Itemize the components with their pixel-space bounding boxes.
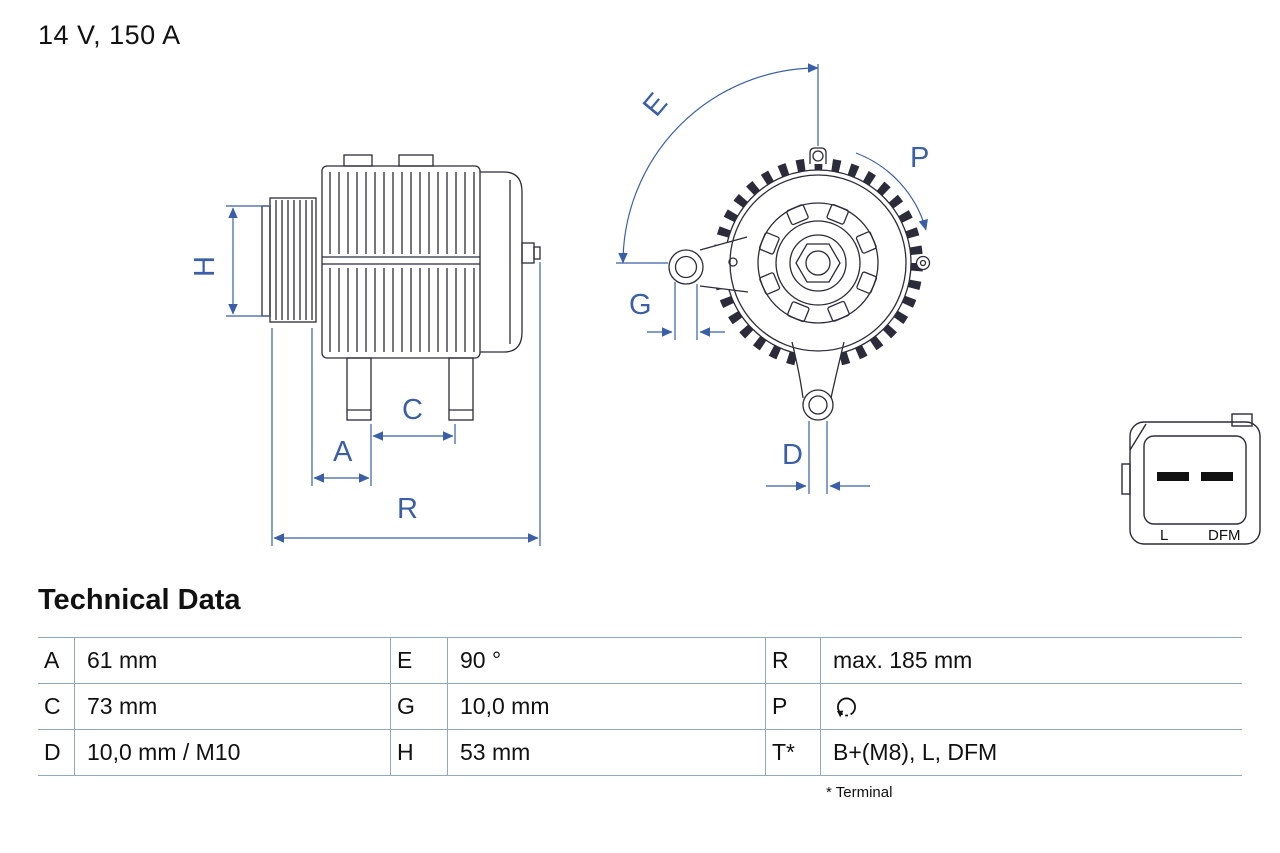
spec-value: B+(M8), L, DFM (820, 730, 1242, 776)
spec-key: P (765, 684, 820, 730)
connector-pin-dfm (1201, 472, 1233, 481)
front-view-dimensions (616, 63, 928, 494)
spec-value: 61 mm (74, 638, 390, 684)
dim-label-p: P (910, 142, 929, 174)
spec-value: max. 185 mm (820, 638, 1242, 684)
dim-label-e: E (637, 87, 674, 122)
side-view-dimensions (226, 205, 541, 546)
spec-value-rotation (820, 684, 1242, 730)
technical-data-heading: Technical Data (38, 584, 241, 616)
connector-pin-l (1157, 472, 1189, 481)
dim-label-r: R (397, 493, 418, 525)
spec-key: E (390, 638, 447, 684)
spec-value: 90 ° (447, 638, 765, 684)
dim-label-c: C (402, 394, 423, 426)
page-title: 14 V, 150 A (38, 20, 181, 50)
dim-label-g: G (629, 289, 652, 321)
spec-key: D (38, 730, 74, 776)
alternator-side-view (261, 154, 541, 421)
dim-label-a: A (333, 436, 353, 468)
connector-pin-label-dfm: DFM (1208, 527, 1241, 544)
terminal-footnote: * Terminal (826, 784, 893, 801)
spec-key: R (765, 638, 820, 684)
spec-key: T* (765, 730, 820, 776)
spec-value: 10,0 mm (447, 684, 765, 730)
connector-drawing (1121, 413, 1261, 545)
connector-pin-label-l: L (1160, 527, 1168, 544)
spec-value: 10,0 mm / M10 (74, 730, 390, 776)
dim-label-d: D (782, 439, 803, 471)
spec-value: 53 mm (447, 730, 765, 776)
alternator-front-view (668, 147, 931, 421)
spec-value: 73 mm (74, 684, 390, 730)
dim-label-h: H (189, 256, 221, 277)
technical-data-table: A 61 mm E 90 ° R max. 185 mm C 73 mm G 1… (38, 637, 1242, 776)
spec-key: G (390, 684, 447, 730)
spec-key: A (38, 638, 74, 684)
technical-drawing: H A C R (189, 63, 1261, 546)
spec-key: H (390, 730, 447, 776)
rotation-direction-icon (837, 697, 856, 717)
spec-key: C (38, 684, 74, 730)
